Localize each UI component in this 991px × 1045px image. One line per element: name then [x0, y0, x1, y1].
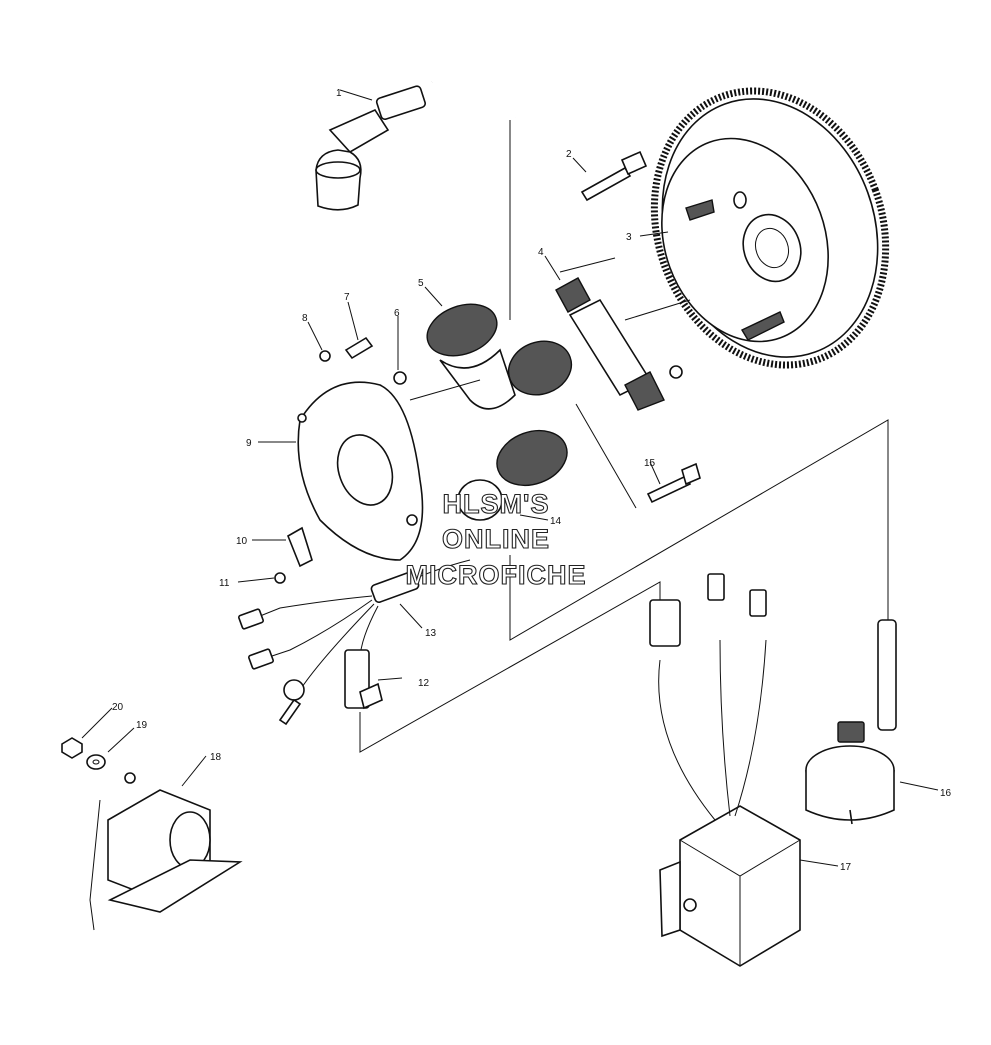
callout-6: 6: [394, 308, 400, 319]
stator-coils: [426, 303, 573, 521]
callout-1: 1: [336, 88, 342, 99]
watermark-line-3: MICROFICHE: [406, 560, 587, 590]
callout-15: 15: [644, 458, 656, 469]
callout-2: 2: [566, 149, 572, 160]
pickup-coil: [555, 277, 683, 411]
callout-19: 19: [136, 720, 148, 731]
callout-16: 16: [940, 788, 952, 799]
cdi-box: [649, 573, 801, 967]
callouts: 1 2 3 4 5 6 7 8 9 10 11 12 13 14 15 16 1…: [112, 88, 952, 873]
callout-7: 7: [344, 292, 350, 303]
callout-13: 13: [425, 628, 437, 639]
callout-17: 17: [840, 862, 852, 873]
screw-2: [580, 150, 648, 202]
watermark-line-1: HLSM'S: [443, 489, 550, 519]
watermark: HLSM'S ONLINE MICROFICHE: [405, 488, 587, 590]
leader-lines: [81, 89, 939, 867]
flywheel: [650, 87, 890, 369]
callout-9: 9: [246, 438, 252, 449]
callout-10: 10: [236, 536, 248, 547]
callout-11: 11: [219, 578, 230, 589]
callout-12: 12: [418, 678, 430, 689]
callout-3: 3: [626, 232, 632, 243]
callout-5: 5: [418, 278, 424, 289]
spark-plug-cap: [315, 47, 518, 211]
starter-solenoid: [89, 772, 243, 931]
wiring-harness: [238, 559, 471, 726]
fasteners-6-7-8: [319, 336, 407, 385]
washer-19: [86, 754, 106, 770]
callout-8: 8: [302, 313, 308, 324]
watermark-line-2: ONLINE: [442, 524, 550, 554]
callout-4: 4: [538, 247, 544, 258]
clamp-10: [274, 526, 313, 584]
callout-14: 14: [550, 516, 562, 527]
bolt-15: [646, 462, 701, 504]
nut-20: [61, 737, 83, 759]
callout-18: 18: [210, 752, 222, 763]
ignition-coil: [805, 619, 897, 825]
stator-plate: [297, 381, 424, 561]
callout-20: 20: [112, 702, 124, 713]
